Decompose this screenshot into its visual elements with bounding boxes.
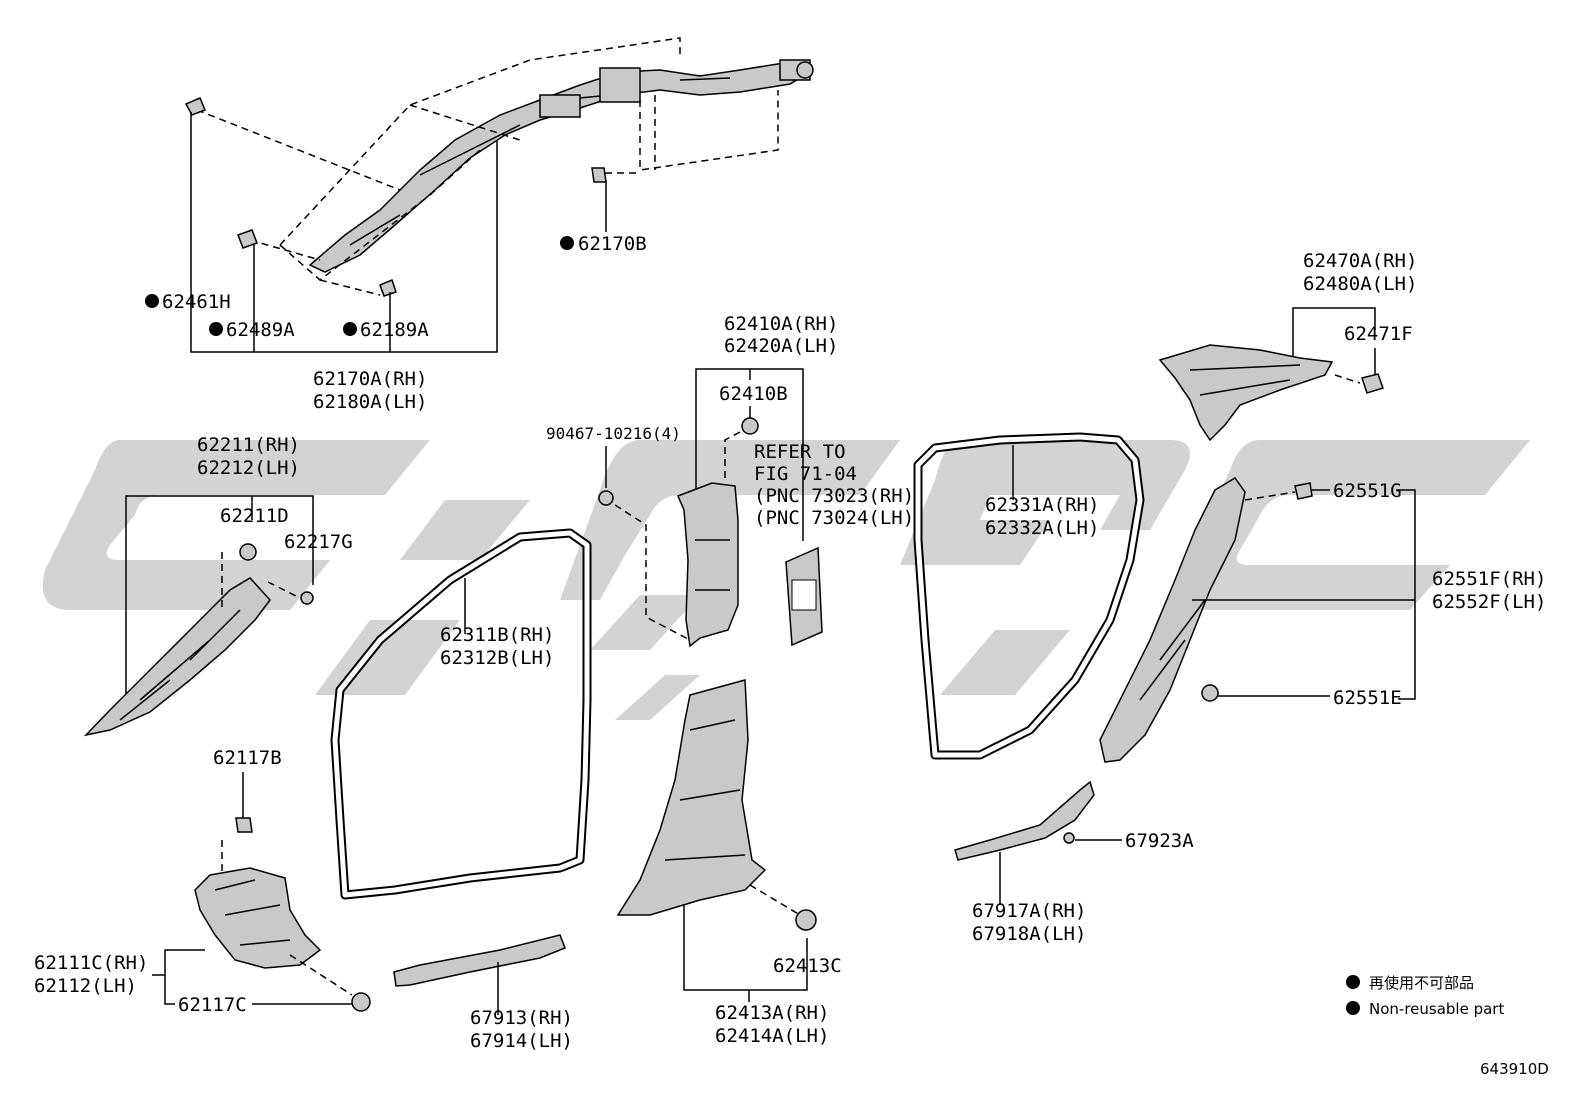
clip-62489A-icon xyxy=(237,229,258,249)
clip-62217G-icon xyxy=(300,591,314,605)
front-door-scuff-plate xyxy=(393,934,566,987)
refer-line-3[interactable]: (PNC 73023(RH)) xyxy=(754,485,926,507)
label-67913[interactable]: 67913(RH) xyxy=(470,1007,573,1029)
clip-62117B-icon xyxy=(235,817,253,833)
non-reusable-mark-62189A-icon xyxy=(343,322,357,336)
curtain-airbag-assembly xyxy=(308,59,814,273)
label-62111C[interactable]: 62111C(RH) xyxy=(34,952,148,974)
label-62551F[interactable]: 62551F(RH) xyxy=(1432,568,1546,590)
label-62551E[interactable]: 62551E xyxy=(1333,687,1402,709)
rear-pillar-garnish xyxy=(1099,477,1246,763)
rear-door-scuff-plate xyxy=(954,780,1095,861)
label-62461H[interactable]: 62461H xyxy=(162,291,231,313)
label-67917A[interactable]: 67917A(RH) xyxy=(972,900,1086,922)
non-reusable-mark-62489A-icon xyxy=(209,322,223,336)
clip-62461H-icon xyxy=(184,97,206,116)
legend-text-jp: 再使用不可部品 xyxy=(1369,974,1474,992)
label-62117B[interactable]: 62117B xyxy=(213,747,282,769)
clip-67923A-icon xyxy=(1063,832,1075,844)
quarter-trim-upper xyxy=(1158,344,1334,442)
label-62189A[interactable]: 62189A xyxy=(360,319,429,341)
label-62470A[interactable]: 62470A(RH) xyxy=(1303,250,1417,272)
label-62180A[interactable]: 62180A(LH) xyxy=(313,391,427,413)
legend-bullet-1-icon xyxy=(1346,975,1360,989)
airbag-leaders xyxy=(190,112,607,353)
label-62211D[interactable]: 62211D xyxy=(220,505,289,527)
center-pillar-upper-garnish xyxy=(677,482,739,648)
label-62312B[interactable]: 62312B(LH) xyxy=(440,647,554,669)
legend-bullet-2-icon xyxy=(1346,1001,1360,1015)
label-62480A[interactable]: 62480A(LH) xyxy=(1303,273,1417,295)
label-67923A[interactable]: 67923A xyxy=(1125,830,1194,852)
label-62311B[interactable]: 62311B(RH) xyxy=(440,624,554,646)
refer-line-1[interactable]: REFER TO xyxy=(754,441,846,463)
non-reusable-mark-62461H-icon xyxy=(145,294,159,308)
label-62332A[interactable]: 62332A(LH) xyxy=(985,517,1099,539)
label-62212[interactable]: 62212(LH) xyxy=(197,457,300,479)
clip-62413C-icon xyxy=(795,909,817,931)
label-90467[interactable]: 90467-10216(4) xyxy=(546,424,681,443)
bolt-90467-icon xyxy=(598,490,614,506)
label-62410B[interactable]: 62410B xyxy=(719,383,788,405)
refer-line-4[interactable]: (PNC 73024(LH)) xyxy=(754,507,926,529)
label-62170B[interactable]: 62170B xyxy=(578,233,647,255)
label-62551G[interactable]: 62551G xyxy=(1333,480,1402,502)
clip-62117C-icon xyxy=(351,992,371,1012)
non-reusable-mark-62170B-icon xyxy=(560,236,574,250)
label-62117C[interactable]: 62117C xyxy=(178,994,247,1016)
airbag-dashed-outline xyxy=(196,37,779,296)
clip-62551E-icon xyxy=(1201,684,1219,702)
label-67918A[interactable]: 67918A(LH) xyxy=(972,923,1086,945)
clip-62410B-icon xyxy=(741,417,759,435)
label-62112[interactable]: 62112(LH) xyxy=(34,975,137,997)
label-67914[interactable]: 67914(LH) xyxy=(470,1030,573,1052)
label-62552F[interactable]: 62552F(LH) xyxy=(1432,591,1546,613)
bolt-62170B-icon xyxy=(591,167,607,183)
airbag-clips xyxy=(184,97,607,297)
front-door-weatherstrip xyxy=(330,528,592,900)
clip-62551G-icon xyxy=(1294,482,1313,500)
refer-line-2[interactable]: FIG 71-04 xyxy=(754,463,857,485)
label-62410A[interactable]: 62410A(RH) xyxy=(724,313,838,335)
label-62420A[interactable]: 62420A(LH) xyxy=(724,335,838,357)
clip-62189A-icon xyxy=(379,278,397,297)
label-62471F[interactable]: 62471F xyxy=(1344,323,1413,345)
label-62217G[interactable]: 62217G xyxy=(284,531,353,553)
legend-text-en: Non-reusable part xyxy=(1369,1000,1504,1018)
label-62489A[interactable]: 62489A xyxy=(226,319,295,341)
label-62414A[interactable]: 62414A(LH) xyxy=(715,1025,829,1047)
clip-62211D-icon xyxy=(239,543,257,561)
label-62331A[interactable]: 62331A(RH) xyxy=(985,494,1099,516)
clip-62471F-icon xyxy=(1361,373,1384,394)
label-62413A[interactable]: 62413A(RH) xyxy=(715,1002,829,1024)
label-62211[interactable]: 62211(RH) xyxy=(197,434,300,456)
front-pillar-garnish xyxy=(83,577,271,737)
diagram-id: 643910D xyxy=(1480,1060,1549,1078)
label-62170A[interactable]: 62170A(RH) xyxy=(313,368,427,390)
cowl-side-trim xyxy=(194,867,322,969)
watermark-logo xyxy=(42,440,1530,720)
